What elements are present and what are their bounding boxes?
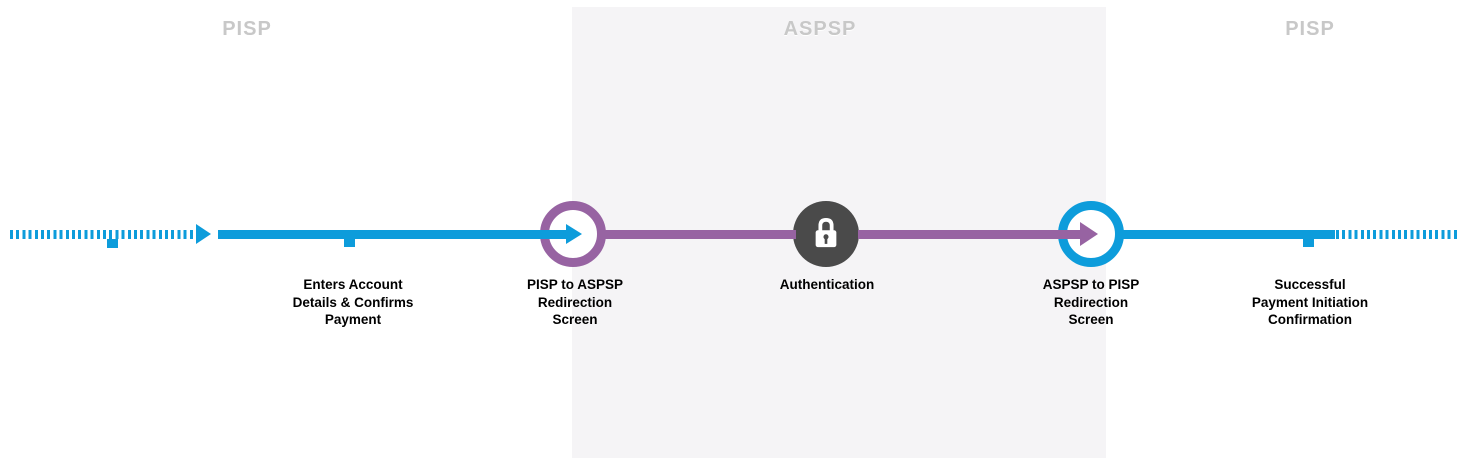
timeline-tick-left — [107, 239, 118, 248]
dashed-flow-line-right — [1336, 230, 1457, 239]
authentication-node — [793, 201, 859, 267]
purple-arrowhead-icon — [1080, 222, 1098, 246]
step-label-authentication: Authentication — [779, 277, 875, 292]
blue-flow-line-entry — [218, 230, 567, 239]
purple-flow-line-to-authentication — [604, 230, 796, 239]
blue-arrowhead-icon — [566, 224, 582, 244]
lane-header-aspsp: ASPSP — [783, 18, 857, 40]
dashed-flow-line-left — [10, 230, 196, 239]
step-label-pisp-to-aspsp-redirection: PISP to ASPSP Redirection Screen — [526, 277, 624, 327]
timeline-tick-enters-account — [344, 238, 355, 247]
lock-icon — [815, 217, 837, 248]
lane-header-pisp-left: PISP — [222, 18, 272, 40]
dashed-line-arrowhead-icon — [196, 224, 211, 244]
purple-flow-line-from-authentication — [858, 230, 1081, 239]
step-label-successful-payment: Successful Payment Initiation Confirmati… — [1251, 277, 1369, 327]
lane-header-pisp-right: PISP — [1285, 18, 1335, 40]
step-label-enters-account: Enters Account Details & Confirms Paymen… — [292, 277, 414, 327]
timeline-tick-confirmation — [1303, 238, 1314, 247]
step-label-aspsp-to-pisp-redirection: ASPSP to PISP Redirection Screen — [1042, 277, 1140, 327]
blue-flow-line-exit — [1123, 230, 1335, 239]
